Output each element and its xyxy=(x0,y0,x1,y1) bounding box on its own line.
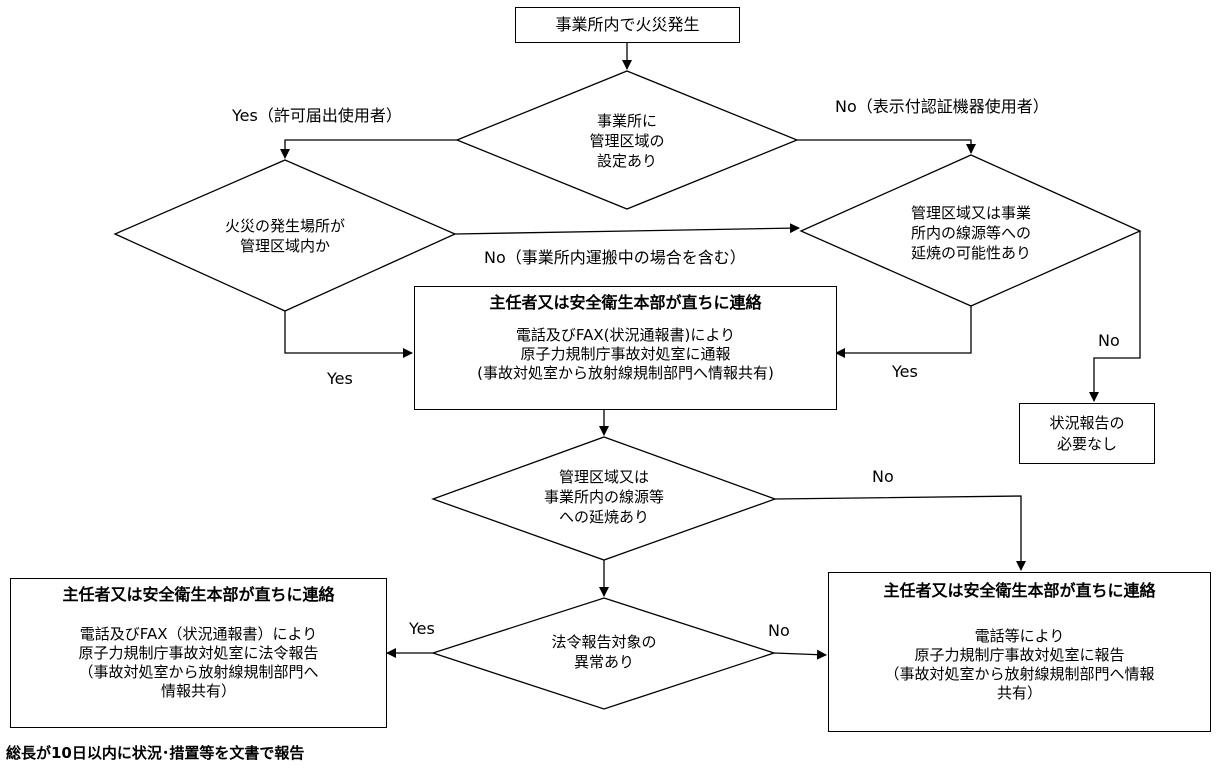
no-report-line: 状況報告の xyxy=(1049,414,1125,432)
label-no-spread: No xyxy=(872,467,894,486)
label-yes-left: Yes xyxy=(327,369,353,388)
diamond-text-line: 延焼の可能性あり xyxy=(910,244,1031,262)
label-no-transport: No（事業所内運搬中の場合を含む） xyxy=(484,248,746,267)
no-report-line: 必要なし xyxy=(1056,435,1117,453)
arrow-yes-left xyxy=(284,311,413,358)
arrow-no-transport xyxy=(454,223,800,235)
diamond-spread-occurred-text: 管理区域又は 事業所内の線源等 への延焼あり xyxy=(514,467,694,527)
diamond-text-line: 管理区域内か xyxy=(239,237,330,255)
report-box-line: 原子力規制庁事故対処室に法令報告 xyxy=(78,644,319,662)
label-yes-legal: Yes xyxy=(409,619,435,638)
report-box-legal: 主任者又は安全衛生本部が直ちに連絡 電話及びFAX（状況通報書）により 原子力規… xyxy=(10,578,387,728)
diamond-text-line: 所内の線源等への xyxy=(910,224,1031,242)
diamond-text-line: への延焼あり xyxy=(558,508,649,526)
diamond-text-line: 事業所に xyxy=(596,112,657,130)
report-box-line: 原子力規制庁事故対処室に通報 xyxy=(520,345,731,363)
report-box-line: 共有） xyxy=(996,684,1042,702)
report-box-line: 電話及びFAX（状況通報書）により xyxy=(79,625,318,643)
arrow-no-right-branch xyxy=(1089,231,1141,402)
diamond-text-line: 法令報告対象の xyxy=(551,633,657,651)
report-box-line: （事故対処室から放射線規制部門へ xyxy=(78,663,319,681)
arrow-yes-licensed xyxy=(280,139,457,159)
diamond-fire-location-text: 火災の発生場所が 管理区域内か xyxy=(185,216,385,256)
diamond-legal-abnormal xyxy=(430,597,777,710)
report-box-title: 主任者又は安全衛生本部が直ちに連絡 xyxy=(489,293,762,312)
diamond-text-line: 管理区域の xyxy=(589,132,665,150)
report-box-title: 主任者又は安全衛生本部が直ちに連絡 xyxy=(62,585,335,604)
report-box-line: 原子力規制庁事故対処室に報告 xyxy=(914,646,1125,664)
diamond-text-line: 管理区域又は xyxy=(558,468,649,486)
arrow-no-spread xyxy=(774,495,1026,571)
report-box-line: 電話及びFAX(状況通報書)により xyxy=(515,326,736,344)
report-box-phone: 主任者又は安全衛生本部が直ちに連絡 電話等により 原子力規制庁事故対処室に報告 … xyxy=(828,572,1211,732)
diamond-text-line: 事業所内の線源等 xyxy=(543,488,664,506)
report-box-title: 主任者又は安全衛生本部が直ちに連絡 xyxy=(883,581,1156,600)
arrow-no-legal xyxy=(773,649,827,660)
diamond-text-line: 設定あり xyxy=(596,152,657,170)
label-no-certified: No（表示付認証機器使用者） xyxy=(835,97,1049,116)
start-text: 事業所内で火災発生 xyxy=(555,15,700,34)
report-box-line: 情報共有） xyxy=(160,682,236,700)
diamond-text-line: 異常あり xyxy=(573,653,634,671)
label-yes-licensed: Yes（許可届出使用者） xyxy=(232,106,402,125)
label-yes-right: Yes xyxy=(892,362,918,381)
report-box-1: 主任者又は安全衛生本部が直ちに連絡 電話及びFAX(状況通報書)により 原子力規… xyxy=(414,286,837,410)
arrow-no-certified xyxy=(797,139,976,154)
diamond-legal-abnormal-text: 法令報告対象の 異常あり xyxy=(514,632,694,672)
diamond-spread-possibility-text: 管理区域又は事業 所内の線源等への 延焼の可能性あり xyxy=(876,203,1066,263)
label-no-legal: No xyxy=(768,621,790,640)
diamond-text-line: 火災の発生場所が xyxy=(224,217,345,235)
start-box: 事業所内で火災発生 xyxy=(515,7,740,43)
report-box-line: (事故対処室から放射線規制部門へ情報共有) xyxy=(477,364,774,382)
label-no-right-branch: No xyxy=(1098,331,1120,350)
diamond-area-setting-text: 事業所に 管理区域の 設定あり xyxy=(547,111,707,171)
diamond-area-setting xyxy=(455,70,799,210)
no-report-box: 状況報告の 必要なし xyxy=(1019,403,1155,464)
report-box-line: （事故対処室から放射線規制部門へ情報 xyxy=(884,665,1155,683)
arrow-yes-right xyxy=(835,306,972,358)
footer-note: 総長が10日以内に状況･措置等を文書で報告 xyxy=(6,744,305,762)
report-box-line: 電話等により xyxy=(974,627,1065,645)
diamond-text-line: 管理区域又は事業 xyxy=(910,204,1031,222)
